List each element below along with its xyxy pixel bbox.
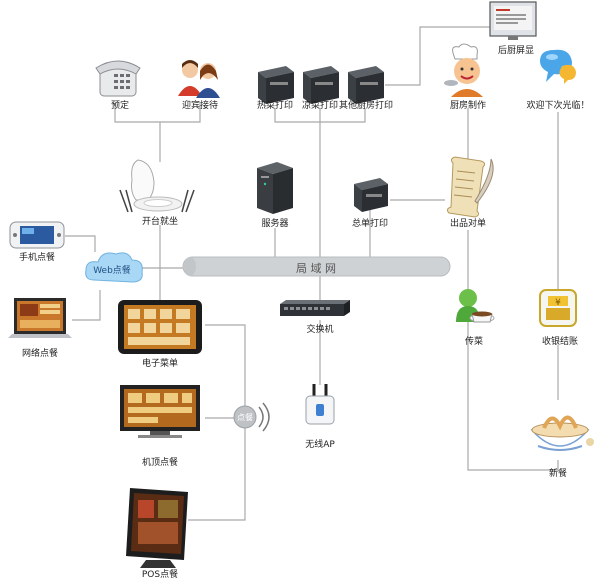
- tv-screen-icon: [120, 385, 200, 438]
- label-kitchen-cook: 厨房制作: [449, 101, 487, 111]
- svg-text:¥: ¥: [555, 298, 561, 308]
- connector-mobile-web: [65, 235, 96, 252]
- network-switch-icon: [280, 300, 350, 316]
- label-kitchen-screen: 后厨屏显: [497, 46, 535, 56]
- telephone-icon: [95, 60, 141, 97]
- printer-icon: [348, 66, 384, 104]
- label-serve-dish: 传菜: [464, 337, 484, 347]
- label-summary-print: 总单打印: [351, 219, 389, 229]
- printer-icon: [258, 66, 294, 104]
- label-web-order: 网络点餐: [21, 349, 59, 359]
- monitor-icon: [489, 1, 537, 40]
- server-tower-icon: [257, 162, 293, 214]
- connector-reservation-reception: [114, 103, 201, 123]
- wifi-access-point-icon: [305, 384, 335, 425]
- label-mobile-order: 手机点餐: [18, 253, 56, 263]
- laptop-icon: [8, 298, 72, 338]
- wireless-order-badge: [233, 402, 270, 432]
- label-hot-print: 热菜打印: [256, 101, 294, 111]
- label-checkout: 收银结账: [541, 337, 579, 347]
- label-e-menu: 电子菜单: [141, 359, 179, 369]
- lan-bar: [182, 256, 451, 277]
- label-other-kitchen-print: 其他厨房打印: [338, 101, 394, 111]
- printer-icon: [354, 178, 388, 212]
- label-dish-check: 出品对单: [449, 219, 487, 229]
- label-kiosk-order: 机顶点餐: [141, 458, 179, 468]
- chef-icon: [444, 43, 483, 97]
- scroll-quill-icon: [446, 156, 494, 218]
- web-cloud-icon: [85, 252, 143, 283]
- greeters-icon: [178, 60, 220, 98]
- label-switch: 交换机: [306, 325, 334, 335]
- label-cold-print: 凉菜打印: [301, 101, 339, 111]
- connector-dishcheck-serve-newmeal: [467, 230, 559, 471]
- cash-register-icon: ¥: [539, 289, 577, 327]
- label-reception: 迎宾接待: [181, 101, 219, 111]
- printer-icon: [303, 66, 339, 104]
- label-lan: 局 域 网: [296, 262, 336, 275]
- label-welcome-back: 欢迎下次光临！: [526, 101, 590, 111]
- label-server: 服务器: [261, 219, 289, 229]
- tablet-icon: [118, 300, 202, 354]
- table-setting-icon: [119, 159, 195, 213]
- label-web-bubble: Web点餐: [93, 266, 131, 276]
- label-order-badge: 点餐: [237, 413, 253, 422]
- pos-monitor-icon: [126, 488, 188, 568]
- label-reservation: 预定: [110, 101, 130, 111]
- connector-kitchen-screen: [385, 26, 512, 86]
- label-wireless-ap: 无线AP: [305, 440, 335, 450]
- connector-laptop-web: [72, 290, 101, 321]
- messenger-cup-icon: [456, 289, 495, 323]
- label-pos-order: POS点餐: [141, 570, 179, 580]
- handheld-device-icon: [9, 221, 65, 249]
- label-open-table: 开台就坐: [141, 217, 179, 227]
- speech-bubble-icon: [540, 49, 576, 84]
- food-bowl-icon: [530, 415, 594, 451]
- label-new-meal: 新餐: [548, 469, 568, 479]
